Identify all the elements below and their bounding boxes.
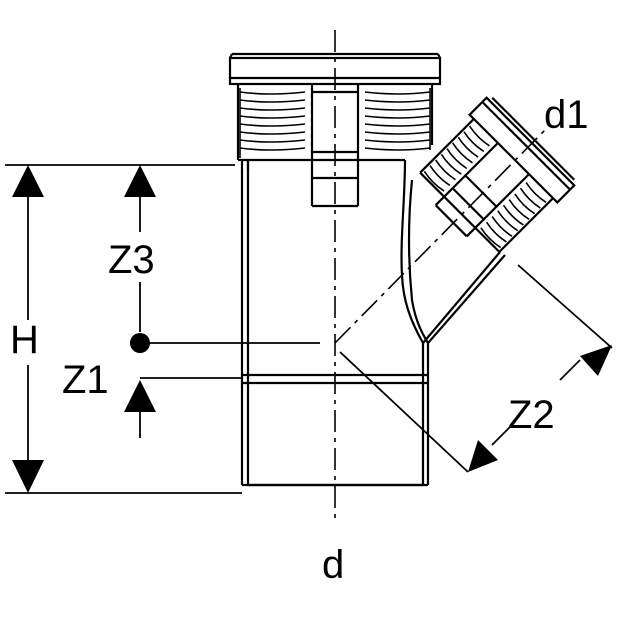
arrow-z2-upper <box>580 345 612 376</box>
arrow-h-bottom <box>12 460 44 493</box>
arrow-z1-bottom <box>124 380 156 412</box>
dimension-arrows <box>12 165 612 493</box>
label-d: d <box>322 543 344 587</box>
label-d1: d1 <box>544 93 589 137</box>
label-z2: Z2 <box>508 393 555 437</box>
label-z1: Z1 <box>62 358 109 402</box>
main-socket-threads <box>239 88 431 158</box>
label-h: H <box>10 318 39 362</box>
arrow-z2-lower <box>468 440 498 472</box>
datum-point <box>130 333 150 353</box>
dimension-lines <box>5 164 613 494</box>
main-pipe-body <box>240 158 430 487</box>
arrow-z3-top <box>124 165 156 197</box>
centerlines <box>334 30 546 520</box>
label-z3: Z3 <box>108 238 155 282</box>
arrow-h-top <box>12 165 44 197</box>
branch-socket <box>419 96 576 253</box>
